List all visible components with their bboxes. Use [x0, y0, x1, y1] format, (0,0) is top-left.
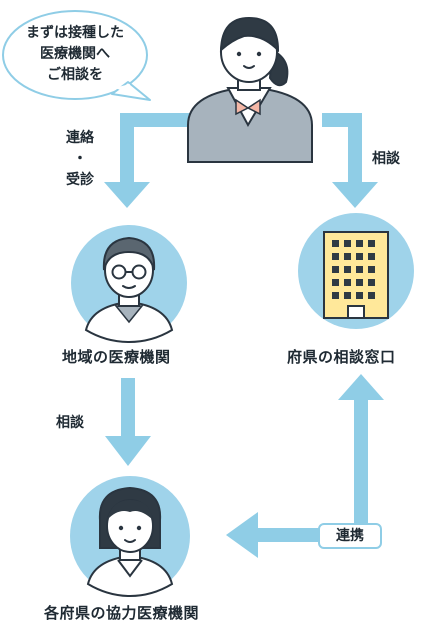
edge-label-contact-visit: 連絡 ・ 受診 [60, 128, 100, 191]
edge-label-consult-right: 相談 [372, 151, 400, 167]
bubble-line-3: ご相談を [47, 67, 103, 83]
office-building-icon [298, 213, 414, 329]
edge-label-consult-lower: 相談 [56, 415, 84, 431]
node-label-local-medical: 地域の医療機関 [62, 348, 171, 366]
edge-label-contact: 連絡 [66, 130, 94, 146]
speech-bubble-text: まずは接種した 医療機関へ ご相談を [8, 23, 142, 86]
bubble-line-2: 医療機関へ [40, 46, 110, 62]
arrow-local-to-cooperating [105, 378, 151, 466]
node-label-prefectural-consult: 府県の相談窓口 [287, 348, 396, 366]
arrow-patient-to-local [104, 113, 190, 208]
edge-label-dot: ・ [73, 151, 87, 167]
speech-bubble [2, 10, 151, 101]
doctor-avatar-icon [71, 225, 187, 344]
edge-label-cooperation-badge: 連携 [318, 523, 382, 549]
arrow-patient-to-consult [322, 113, 378, 208]
patient-avatar-icon [187, 16, 313, 163]
node-label-cooperating-medical: 各府県の協力医療機関 [44, 604, 200, 622]
bubble-line-1: まずは接種した [26, 25, 124, 41]
nurse-avatar-icon [70, 476, 190, 598]
edge-label-visit: 受診 [66, 172, 94, 188]
